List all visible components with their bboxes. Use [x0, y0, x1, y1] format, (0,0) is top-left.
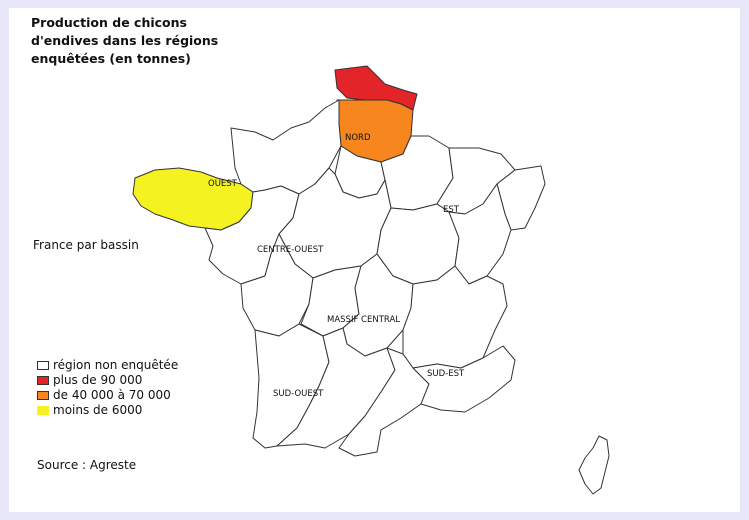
map-subtitle: France par bassin	[33, 238, 139, 252]
region-rhone-alpes	[402, 265, 508, 369]
map-title-line-2: d'endives dans les régions	[31, 33, 219, 48]
label-massif-central: MASSIF CENTRAL	[327, 315, 400, 325]
legend-swatch-white	[37, 361, 49, 370]
legend-swatch-red	[37, 376, 49, 385]
label-est: EST	[443, 205, 460, 215]
legend-item: de 40 000 à 70 000	[37, 388, 178, 403]
label-ouest: OUEST	[208, 179, 238, 189]
legend-label: moins de 6000	[53, 403, 143, 417]
legend-item: plus de 90 000	[37, 373, 178, 388]
france-map: NORD OUEST EST CENTRE-OUEST MASSIF CENTR…	[132, 65, 610, 495]
legend-label: de 40 000 à 70 000	[53, 388, 171, 402]
label-nord: NORD	[345, 133, 371, 143]
label-centre-ouest: CENTRE-OUEST	[257, 245, 324, 255]
legend-item: moins de 6000	[37, 403, 178, 418]
region-corse	[578, 435, 610, 495]
region-franche-comte	[448, 183, 512, 285]
map-title: Production de chicons d'endives dans les…	[31, 14, 251, 68]
region-paca	[412, 345, 516, 413]
legend-label: région non enquêtée	[53, 358, 179, 372]
label-sud-est: SUD-EST	[427, 369, 465, 379]
source-note: Source : Agreste	[37, 458, 137, 472]
legend-item: région non enquêtée	[37, 358, 178, 373]
map-title-line-3: enquêtées (en tonnes)	[31, 51, 191, 66]
map-legend: région non enquêtée plus de 90 000 de 40…	[37, 358, 178, 418]
region-bretagne	[132, 167, 254, 231]
map-panel: Production de chicons d'endives dans les…	[9, 8, 740, 512]
legend-swatch-yellow	[37, 406, 49, 415]
map-title-line-1: Production de chicons	[31, 15, 187, 30]
legend-swatch-orange	[37, 391, 49, 400]
legend-label: plus de 90 000	[53, 373, 143, 387]
label-sud-ouest: SUD-OUEST	[273, 389, 324, 399]
